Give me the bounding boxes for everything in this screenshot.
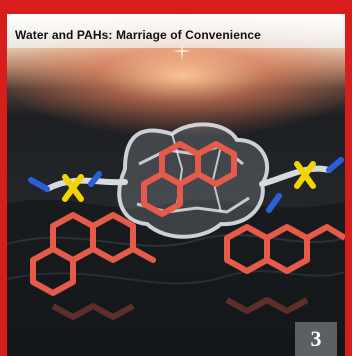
cover-title: Water and PAHs: Marriage of Convenience bbox=[15, 28, 261, 42]
right-red-pah bbox=[224, 224, 345, 274]
inner-red-molecule bbox=[141, 141, 237, 217]
molecule-reflections bbox=[51, 297, 309, 320]
title-bar: Water and PAHs: Marriage of Convenience bbox=[7, 14, 345, 48]
left-red-pah bbox=[30, 212, 156, 296]
cover-art: Water and PAHs: Marriage of Convenience bbox=[7, 14, 345, 356]
issue-number-badge: 3 bbox=[295, 322, 337, 356]
molecular-cage bbox=[117, 122, 269, 239]
molecular-illustration bbox=[7, 122, 345, 356]
left-arm bbox=[28, 171, 128, 202]
right-arm bbox=[259, 157, 344, 213]
sun-glint-icon bbox=[172, 41, 192, 61]
